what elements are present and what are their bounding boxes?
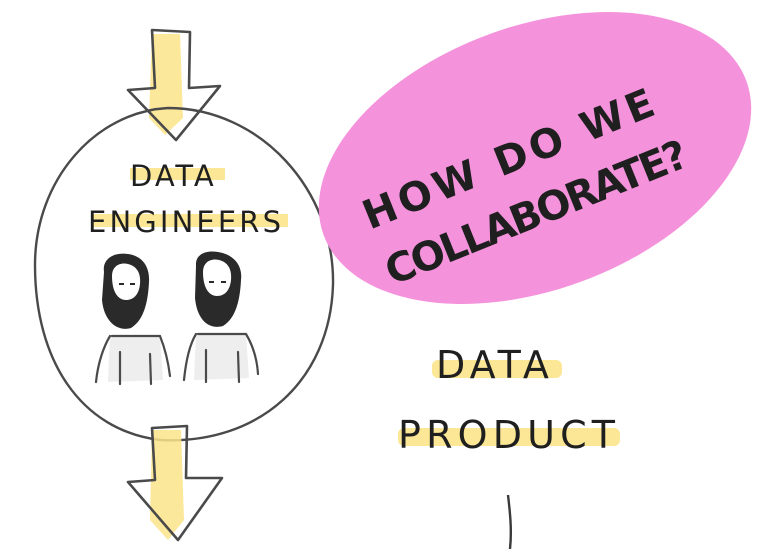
data-product-label: DATA PRODUCT [398,343,620,457]
connector-line [506,494,513,549]
team-label-line1: DATA [130,159,217,193]
engineer-figure [182,251,260,384]
output-arrow [126,424,224,542]
team-label-line2: ENGINEERS [88,205,284,239]
team-label: DATA ENGINEERS [88,159,288,239]
question-bubble: HOW DO WE COLLABORATE? [318,12,752,304]
label-highlight [432,360,562,378]
engineer-figure [94,253,172,386]
label-highlight [92,214,288,227]
input-arrow [126,28,222,142]
label-highlight [130,168,225,180]
product-label-line1: DATA [436,343,554,387]
team-circle [33,106,335,442]
bubble-shape [318,12,752,304]
label-highlight [398,428,620,446]
product-label-line2: PRODUCT [398,413,620,457]
